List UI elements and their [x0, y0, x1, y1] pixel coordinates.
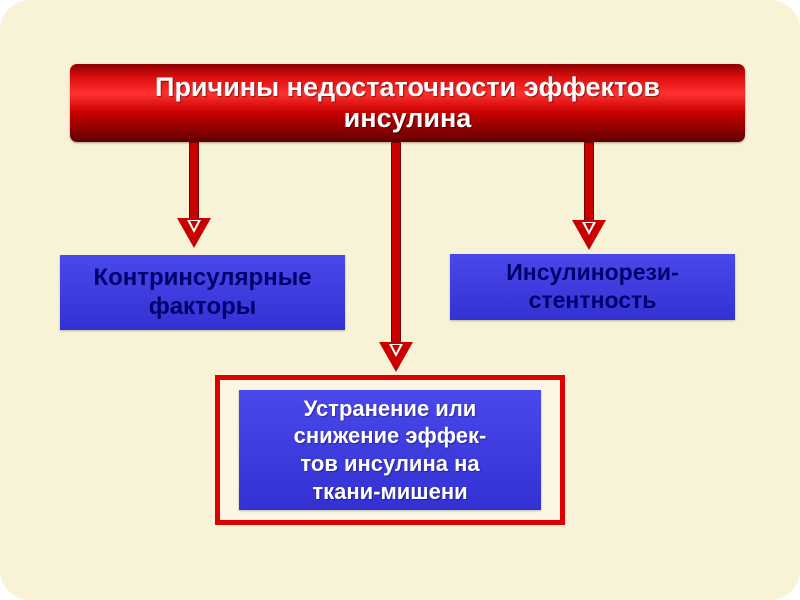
right-box-line-2: стентность [528, 287, 657, 313]
title-line-1: Причины недостаточности эффектов [155, 72, 660, 103]
center-box-line-4: ткани-мишени [312, 478, 468, 504]
arrow-head-icon [571, 220, 606, 250]
box-counterinsular-factors: Контринсулярные факторы [60, 255, 345, 330]
arrow-shaft [583, 142, 594, 222]
arrow-head-icon [176, 218, 211, 248]
title-banner: Причины недостаточности эффектов инсулин… [70, 64, 745, 142]
title-line-2: инсулина [343, 103, 472, 133]
center-box-line-3: тов инсулина на [300, 451, 480, 476]
arrow-down-right-icon [571, 142, 606, 250]
arrow-shaft [390, 142, 401, 344]
box-insulin-effect-reduction: Устранение или снижение эффек- тов инсул… [239, 390, 541, 510]
box-insulin-resistance: Инсулинорези- стентность [450, 254, 735, 320]
arrow-shaft [188, 142, 199, 220]
arrow-head-icon [378, 342, 413, 372]
right-box-line-1: Инсулинорези- [506, 259, 679, 286]
arrow-down-left-icon [176, 142, 211, 248]
left-box-line-2: факторы [148, 292, 257, 320]
center-box-line-1: Устранение или [303, 395, 477, 421]
left-box-line-1: Контринсулярные [93, 263, 312, 291]
center-box-line-2: снижение эффек- [293, 423, 487, 449]
arrow-down-middle-icon [378, 142, 413, 372]
